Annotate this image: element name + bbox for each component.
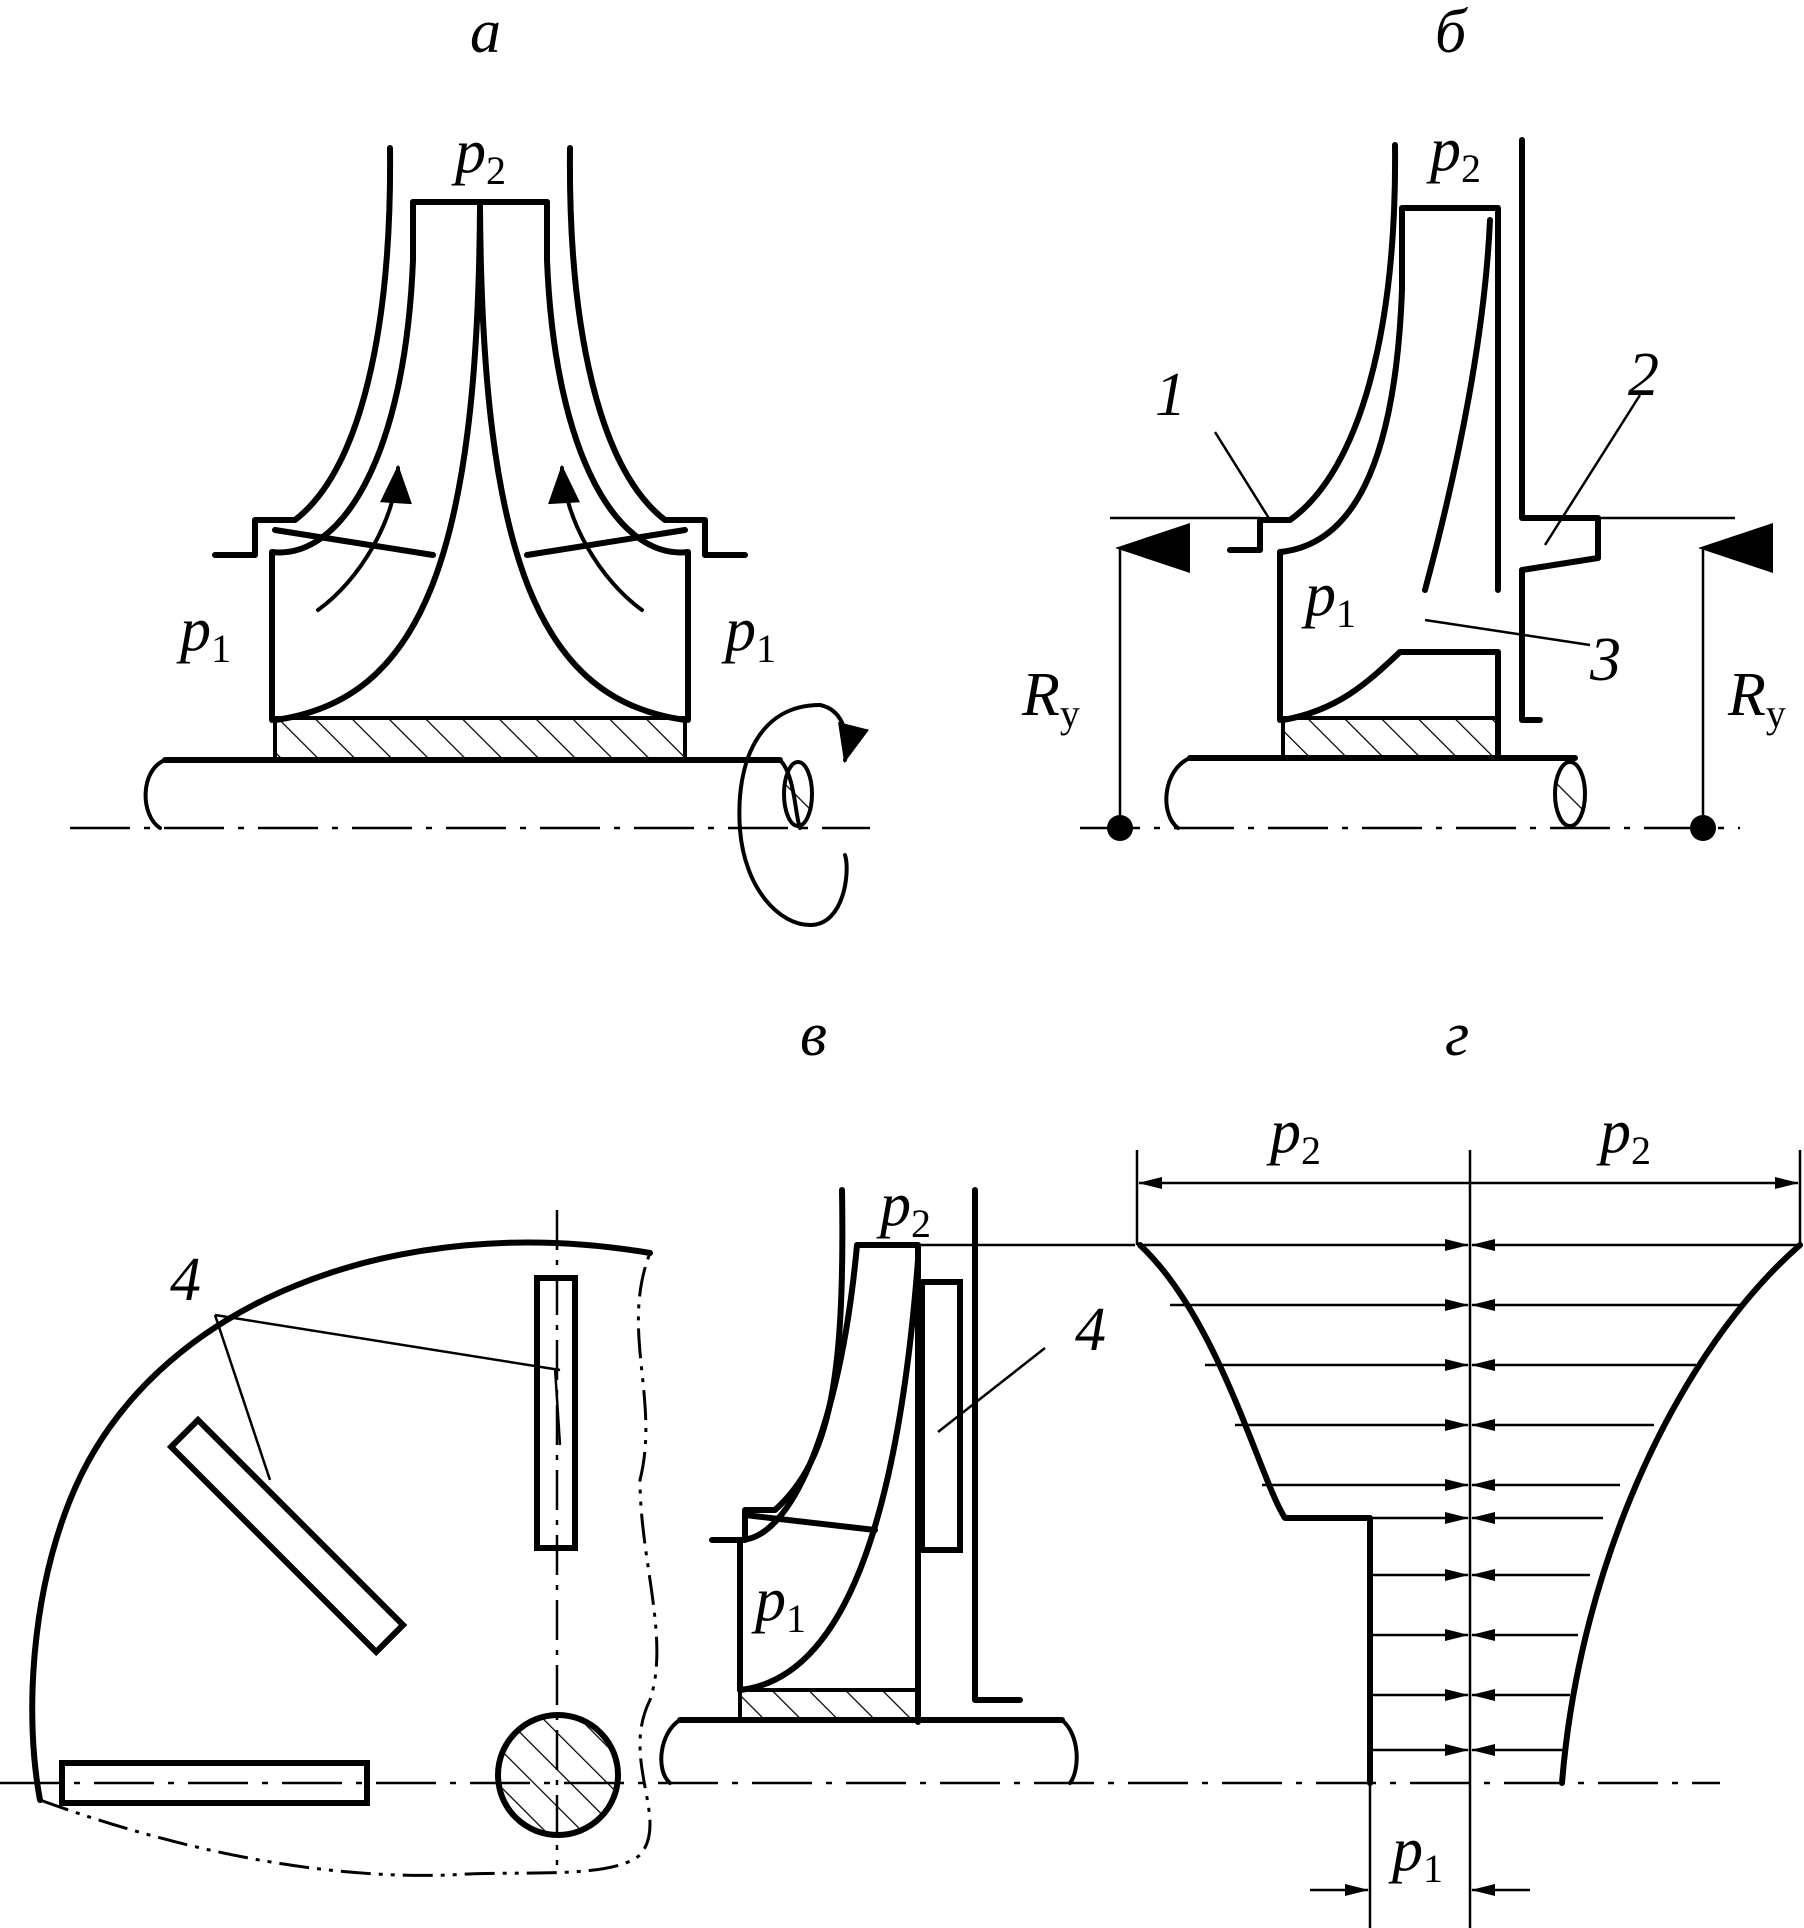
b-hub-curve — [1280, 649, 1501, 761]
panel-a-title: а — [470, 0, 501, 66]
v-p2: p2 — [876, 1171, 931, 1246]
impeller-left-disc — [269, 199, 416, 723]
blade-left — [272, 527, 436, 558]
hub-hatched-band — [273, 716, 687, 762]
leader-4a — [214, 1313, 561, 1372]
rotation-arrow-head — [818, 703, 870, 764]
casing-left — [212, 145, 394, 558]
impeller-right-disc — [544, 199, 691, 723]
slot-diagonal — [166, 1415, 408, 1657]
panel-g-title: г — [1445, 1001, 1469, 1069]
a-p1-right: p1 — [721, 596, 776, 671]
g-left-profile — [1137, 1242, 1373, 1786]
g-p2-left: p2 — [1266, 1098, 1321, 1173]
b-back-wall — [1519, 137, 1601, 723]
sector-arc — [29, 1239, 653, 1803]
panel-b: б p2 p1 Rу Rу 1 2 3 — [1021, 0, 1786, 841]
b-casing-left — [1227, 142, 1399, 553]
b-inner-curve — [1422, 217, 1493, 593]
b-impeller-front — [1277, 205, 1501, 593]
leader-3 — [1424, 618, 1591, 647]
v-shaft-right-end — [1060, 1718, 1079, 1785]
panel-b-title: б — [1435, 0, 1468, 66]
b-shaft-section — [1553, 760, 1587, 828]
casing-right — [566, 145, 748, 558]
v-back-wall — [972, 1187, 1023, 1703]
leader-4a-tick — [553, 1367, 562, 1446]
g-p2-right: p2 — [1596, 1098, 1651, 1173]
b-label-3: 3 — [1589, 626, 1621, 694]
sector-break-line — [39, 1252, 659, 1877]
rotation-arrow — [737, 703, 849, 928]
v-hub-curve — [737, 1257, 921, 1693]
v-label-4-left: 4 — [170, 1246, 201, 1314]
v-shaft-left-end — [659, 1718, 682, 1785]
b-p2: p2 — [1426, 116, 1481, 191]
shaft-left-end — [143, 758, 167, 830]
a-p1-left: p1 — [176, 596, 231, 671]
b-p1: p1 — [1301, 561, 1356, 636]
b-hub-hatched — [1281, 716, 1500, 760]
g-right-profile — [1559, 1242, 1803, 1786]
g-p1: p1 — [1388, 1816, 1443, 1891]
leader-1 — [1213, 431, 1272, 521]
b-label-2: 2 — [1628, 341, 1659, 409]
leader-4b — [213, 1314, 272, 1481]
ry-right-dot — [1690, 815, 1716, 841]
b-ry-left: Rу — [1021, 661, 1080, 736]
flow-arrow-right — [548, 464, 644, 612]
ry-left-dot — [1107, 815, 1133, 841]
b-label-1: 1 — [1155, 361, 1186, 429]
v-p1: p1 — [751, 1566, 806, 1641]
v-casing-left — [709, 1187, 846, 1543]
v-rib-4 — [919, 1279, 963, 1553]
panel-v-title: в — [800, 1001, 827, 1069]
v-hub-hatched — [738, 1688, 920, 1722]
panel-v-section: в p2 p1 4 — [659, 1001, 1135, 1785]
slot-horizontal — [59, 1760, 370, 1806]
v-blade — [742, 1512, 878, 1533]
v-impeller-front — [737, 1242, 921, 1725]
leader-2 — [1543, 394, 1642, 546]
panel-v-sector: 4 — [0, 1210, 1720, 1877]
v-leader-4 — [937, 1347, 1046, 1433]
b-shaft-left-end — [1164, 756, 1192, 830]
v-label-4-right: 4 — [1075, 1296, 1106, 1364]
flow-arrow-left — [316, 464, 412, 612]
b-ry-right: Rу — [1727, 661, 1786, 736]
panel-g: г — [1135, 1001, 1803, 1928]
a-p2: p2 — [451, 118, 506, 193]
hub-right-curve — [477, 202, 688, 723]
blade-right — [524, 527, 688, 558]
panel-a: а p2 p1 p1 — [70, 0, 870, 928]
shaft-section — [782, 760, 814, 828]
hub-left-curve — [272, 202, 483, 723]
